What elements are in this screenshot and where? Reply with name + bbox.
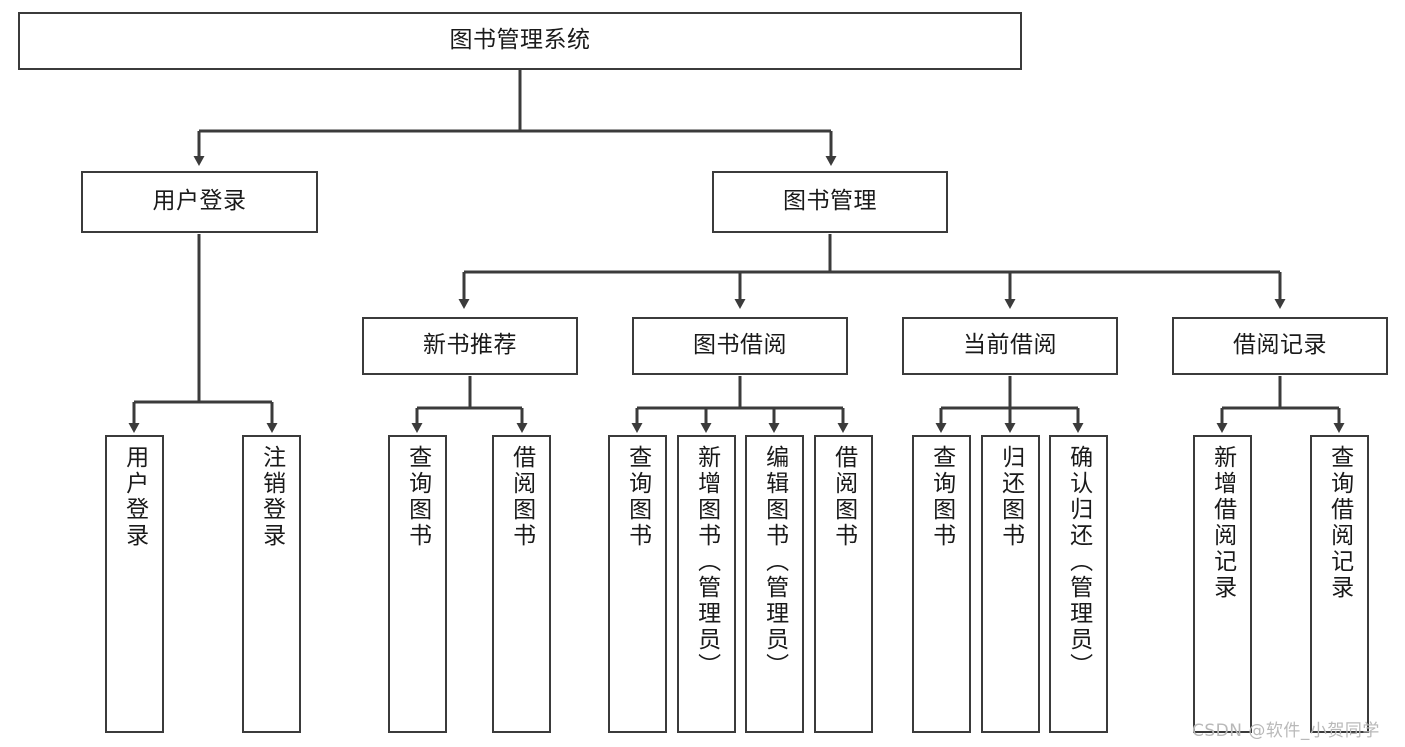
leaf-confirm-return-admin[interactable]: 确认归还（管理员） [1049,435,1108,733]
csdn-watermark: CSDN @软件_小贺同学 [1192,721,1380,741]
node-root-system[interactable]: 图书管理系统 [18,12,1022,70]
leaf-return-book[interactable]: 归还图书 [981,435,1040,733]
leaf-query-borrow-record[interactable]: 查询借阅记录 [1310,435,1369,733]
leaf-user-login[interactable]: 用户登录 [105,435,164,733]
leaf-user-logout[interactable]: 注销登录 [242,435,301,733]
node-label: 图书借阅 [693,332,787,359]
node-label: 借阅记录 [1233,332,1327,359]
leaf-borrow-book[interactable]: 借阅图书 [814,435,873,733]
node-label: 新书推荐 [423,332,517,359]
leaf-add-book-admin[interactable]: 新增图书（管理员） [677,435,736,733]
node-label: 归还图书 [997,445,1024,549]
node-user-login[interactable]: 用户登录 [81,171,318,233]
node-label: 查询图书 [624,445,651,549]
leaf-add-borrow-record[interactable]: 新增借阅记录 [1193,435,1252,733]
node-label: 查询借阅记录 [1326,445,1353,601]
node-label: 当前借阅 [963,332,1057,359]
leaf-query-book-current[interactable]: 查询图书 [912,435,971,733]
node-borrow-records[interactable]: 借阅记录 [1172,317,1388,375]
node-label: 借阅图书 [508,445,535,549]
node-label: 用户登录 [121,445,148,549]
node-book-borrow[interactable]: 图书借阅 [632,317,848,375]
node-label: 注销登录 [258,445,285,549]
node-label: 新增借阅记录 [1209,445,1236,601]
node-label: 借阅图书 [830,445,857,549]
node-book-management[interactable]: 图书管理 [712,171,948,233]
node-label: 用户登录 [152,188,247,215]
node-label: 编辑图书（管理员） [761,445,788,679]
node-label: 图书管理 [783,188,877,215]
node-label: 查询图书 [404,445,431,549]
node-new-book-recommend[interactable]: 新书推荐 [362,317,578,375]
node-label: 图书管理系统 [449,27,591,54]
node-current-borrow[interactable]: 当前借阅 [902,317,1118,375]
node-label: 新增图书（管理员） [693,445,720,679]
leaf-query-book-borrow[interactable]: 查询图书 [608,435,667,733]
leaf-borrow-book-recommend[interactable]: 借阅图书 [492,435,551,733]
leaf-query-book-recommend[interactable]: 查询图书 [388,435,447,733]
node-label: 确认归还（管理员） [1065,445,1092,679]
leaf-edit-book-admin[interactable]: 编辑图书（管理员） [745,435,804,733]
node-label: 查询图书 [928,445,955,549]
